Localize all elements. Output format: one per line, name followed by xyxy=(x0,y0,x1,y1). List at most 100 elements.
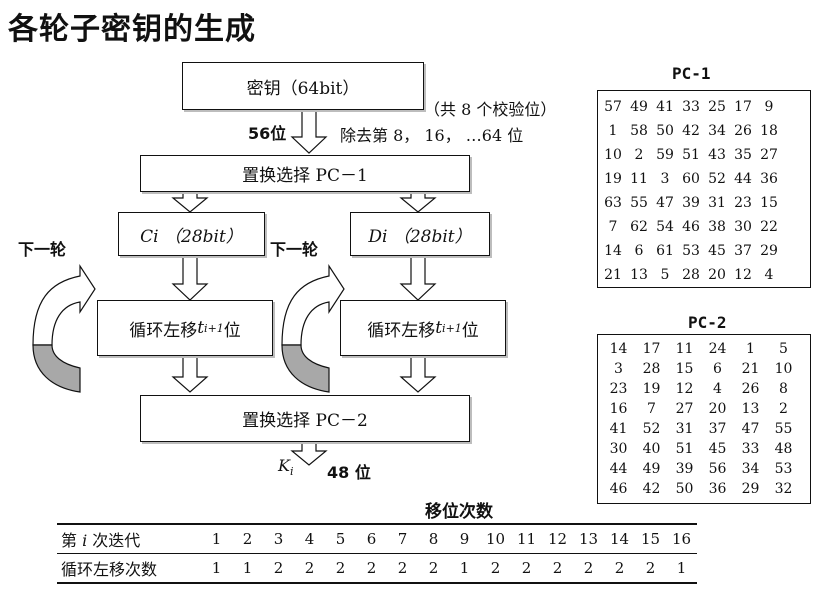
shift-suffix-left: 位 xyxy=(223,320,241,341)
pc2-cell: 36 xyxy=(708,481,727,497)
pc1-cell: 1 xyxy=(608,123,618,139)
ci-box-label: Ci （28bit） xyxy=(140,226,243,247)
iteration-cell: 12 xyxy=(542,523,573,554)
arrow-shift-to-pc2-left xyxy=(171,353,209,393)
pc1-cell: 13 xyxy=(630,267,648,283)
pc2-cell: 51 xyxy=(675,441,694,457)
pc2-cell: 7 xyxy=(647,401,656,417)
iteration-cell: 11 xyxy=(511,523,542,554)
pc2-cell: 56 xyxy=(708,461,727,477)
pc2-box: 置换选择 PC－2 xyxy=(140,395,470,442)
pc2-cell: 28 xyxy=(642,361,661,377)
pc2-cell: 14 xyxy=(609,341,628,357)
iteration-cell: 13 xyxy=(573,523,604,554)
pc1-cell: 26 xyxy=(734,123,752,139)
pc2-cell: 10 xyxy=(774,361,793,377)
ki-sub: i xyxy=(289,465,294,479)
di-box: Di （28bit） xyxy=(350,212,490,256)
pc1-cell: 46 xyxy=(682,219,700,235)
pc1-cell: 33 xyxy=(682,99,700,115)
pc2-cell: 50 xyxy=(675,481,694,497)
pc1-cell: 43 xyxy=(708,147,726,163)
iteration-cell: 2 xyxy=(232,523,263,554)
key-box: 密钥（64bit） xyxy=(182,62,424,110)
iteration-cell: 16 xyxy=(666,523,697,554)
pc2-cell: 47 xyxy=(741,421,760,437)
pc1-cell: 31 xyxy=(708,195,726,211)
ki-label: Ki xyxy=(278,456,293,478)
shift-count-cell: 1 xyxy=(449,553,480,584)
pc1-cell: 15 xyxy=(760,195,778,211)
pc2-cell: 39 xyxy=(675,461,694,477)
pc1-cell: 10 xyxy=(604,147,622,163)
pc1-cell: 42 xyxy=(682,123,700,139)
di-box-label: Di （28bit） xyxy=(368,226,472,247)
shift-label-right: 循环左移 xyxy=(367,320,436,341)
pc1-cell: 36 xyxy=(760,171,778,187)
shift-count-cell: 2 xyxy=(387,553,418,584)
pc1-cell: 2 xyxy=(634,147,644,163)
ci-box: Ci （28bit） xyxy=(118,212,265,256)
pc2-cell: 29 xyxy=(741,481,760,497)
pc1-cell: 49 xyxy=(630,99,648,115)
shift-var-left: t xyxy=(197,318,205,338)
pc1-cell: 50 xyxy=(656,123,674,139)
pc1-cell: 41 xyxy=(656,99,674,115)
pc2-cell: 41 xyxy=(609,421,628,437)
pc1-cell: 57 xyxy=(604,99,622,115)
pc2-cell: 52 xyxy=(642,421,661,437)
parity-note: （共 8 个校验位） xyxy=(424,100,557,119)
next-round-arrow-right xyxy=(281,263,345,393)
iteration-cell: 1 xyxy=(201,523,232,554)
pc1-cell: 22 xyxy=(760,219,778,235)
pc1-title: PC-1 xyxy=(672,64,711,83)
pc1-cell: 29 xyxy=(760,243,778,259)
pc1-cell: 52 xyxy=(708,171,726,187)
pc2-cell: 21 xyxy=(741,361,760,377)
shift-count-cell: 2 xyxy=(356,553,387,584)
pc1-cell: 4 xyxy=(764,267,774,283)
pc2-cell: 13 xyxy=(741,401,760,417)
pc2-cell: 17 xyxy=(642,341,661,357)
pc2-cell: 49 xyxy=(642,461,661,477)
pc2-cell: 37 xyxy=(708,421,727,437)
pc1-cell: 55 xyxy=(630,195,648,211)
next-round-label-right: 下一轮 xyxy=(270,240,319,259)
pc2-cell: 45 xyxy=(708,441,727,457)
pc2-cell: 53 xyxy=(774,461,793,477)
pc1-cell: 21 xyxy=(604,267,622,283)
pc1-cell: 27 xyxy=(760,147,778,163)
shift-count-cell: 2 xyxy=(480,553,511,584)
next-round-arrow-left xyxy=(32,263,96,393)
pc1-cell: 53 xyxy=(682,243,700,259)
shift-count-cell: 2 xyxy=(263,553,294,584)
pc2-cell: 40 xyxy=(642,441,661,457)
row1-pre: 第 xyxy=(61,531,83,550)
pc1-cell: 5 xyxy=(660,267,670,283)
pc1-cell: 19 xyxy=(604,171,622,187)
pc2-cell: 26 xyxy=(741,381,760,397)
ki-var: K xyxy=(278,456,290,475)
shift-count-cell: 1 xyxy=(232,553,263,584)
pc1-cell: 6 xyxy=(634,243,644,259)
shift-sub-right: i+1 xyxy=(442,321,462,335)
pc1-cell: 34 xyxy=(708,123,726,139)
iteration-cell: 15 xyxy=(635,523,666,554)
iteration-cell: 10 xyxy=(480,523,511,554)
shift-count-cell: 2 xyxy=(542,553,573,584)
next-round-label-left: 下一轮 xyxy=(18,240,67,259)
pc2-cell: 42 xyxy=(642,481,661,497)
pc2-cell: 31 xyxy=(675,421,694,437)
shift-count-row-header: 循环左移次数 xyxy=(57,553,201,584)
iteration-cell: 6 xyxy=(356,523,387,554)
iteration-cell: 3 xyxy=(263,523,294,554)
pc1-cell: 54 xyxy=(656,219,674,235)
shift-table-title: 移位次数 xyxy=(425,502,493,522)
pc1-cell: 62 xyxy=(630,219,648,235)
shift-sub-left: i+1 xyxy=(204,321,224,335)
shift-count-cell: 2 xyxy=(635,553,666,584)
